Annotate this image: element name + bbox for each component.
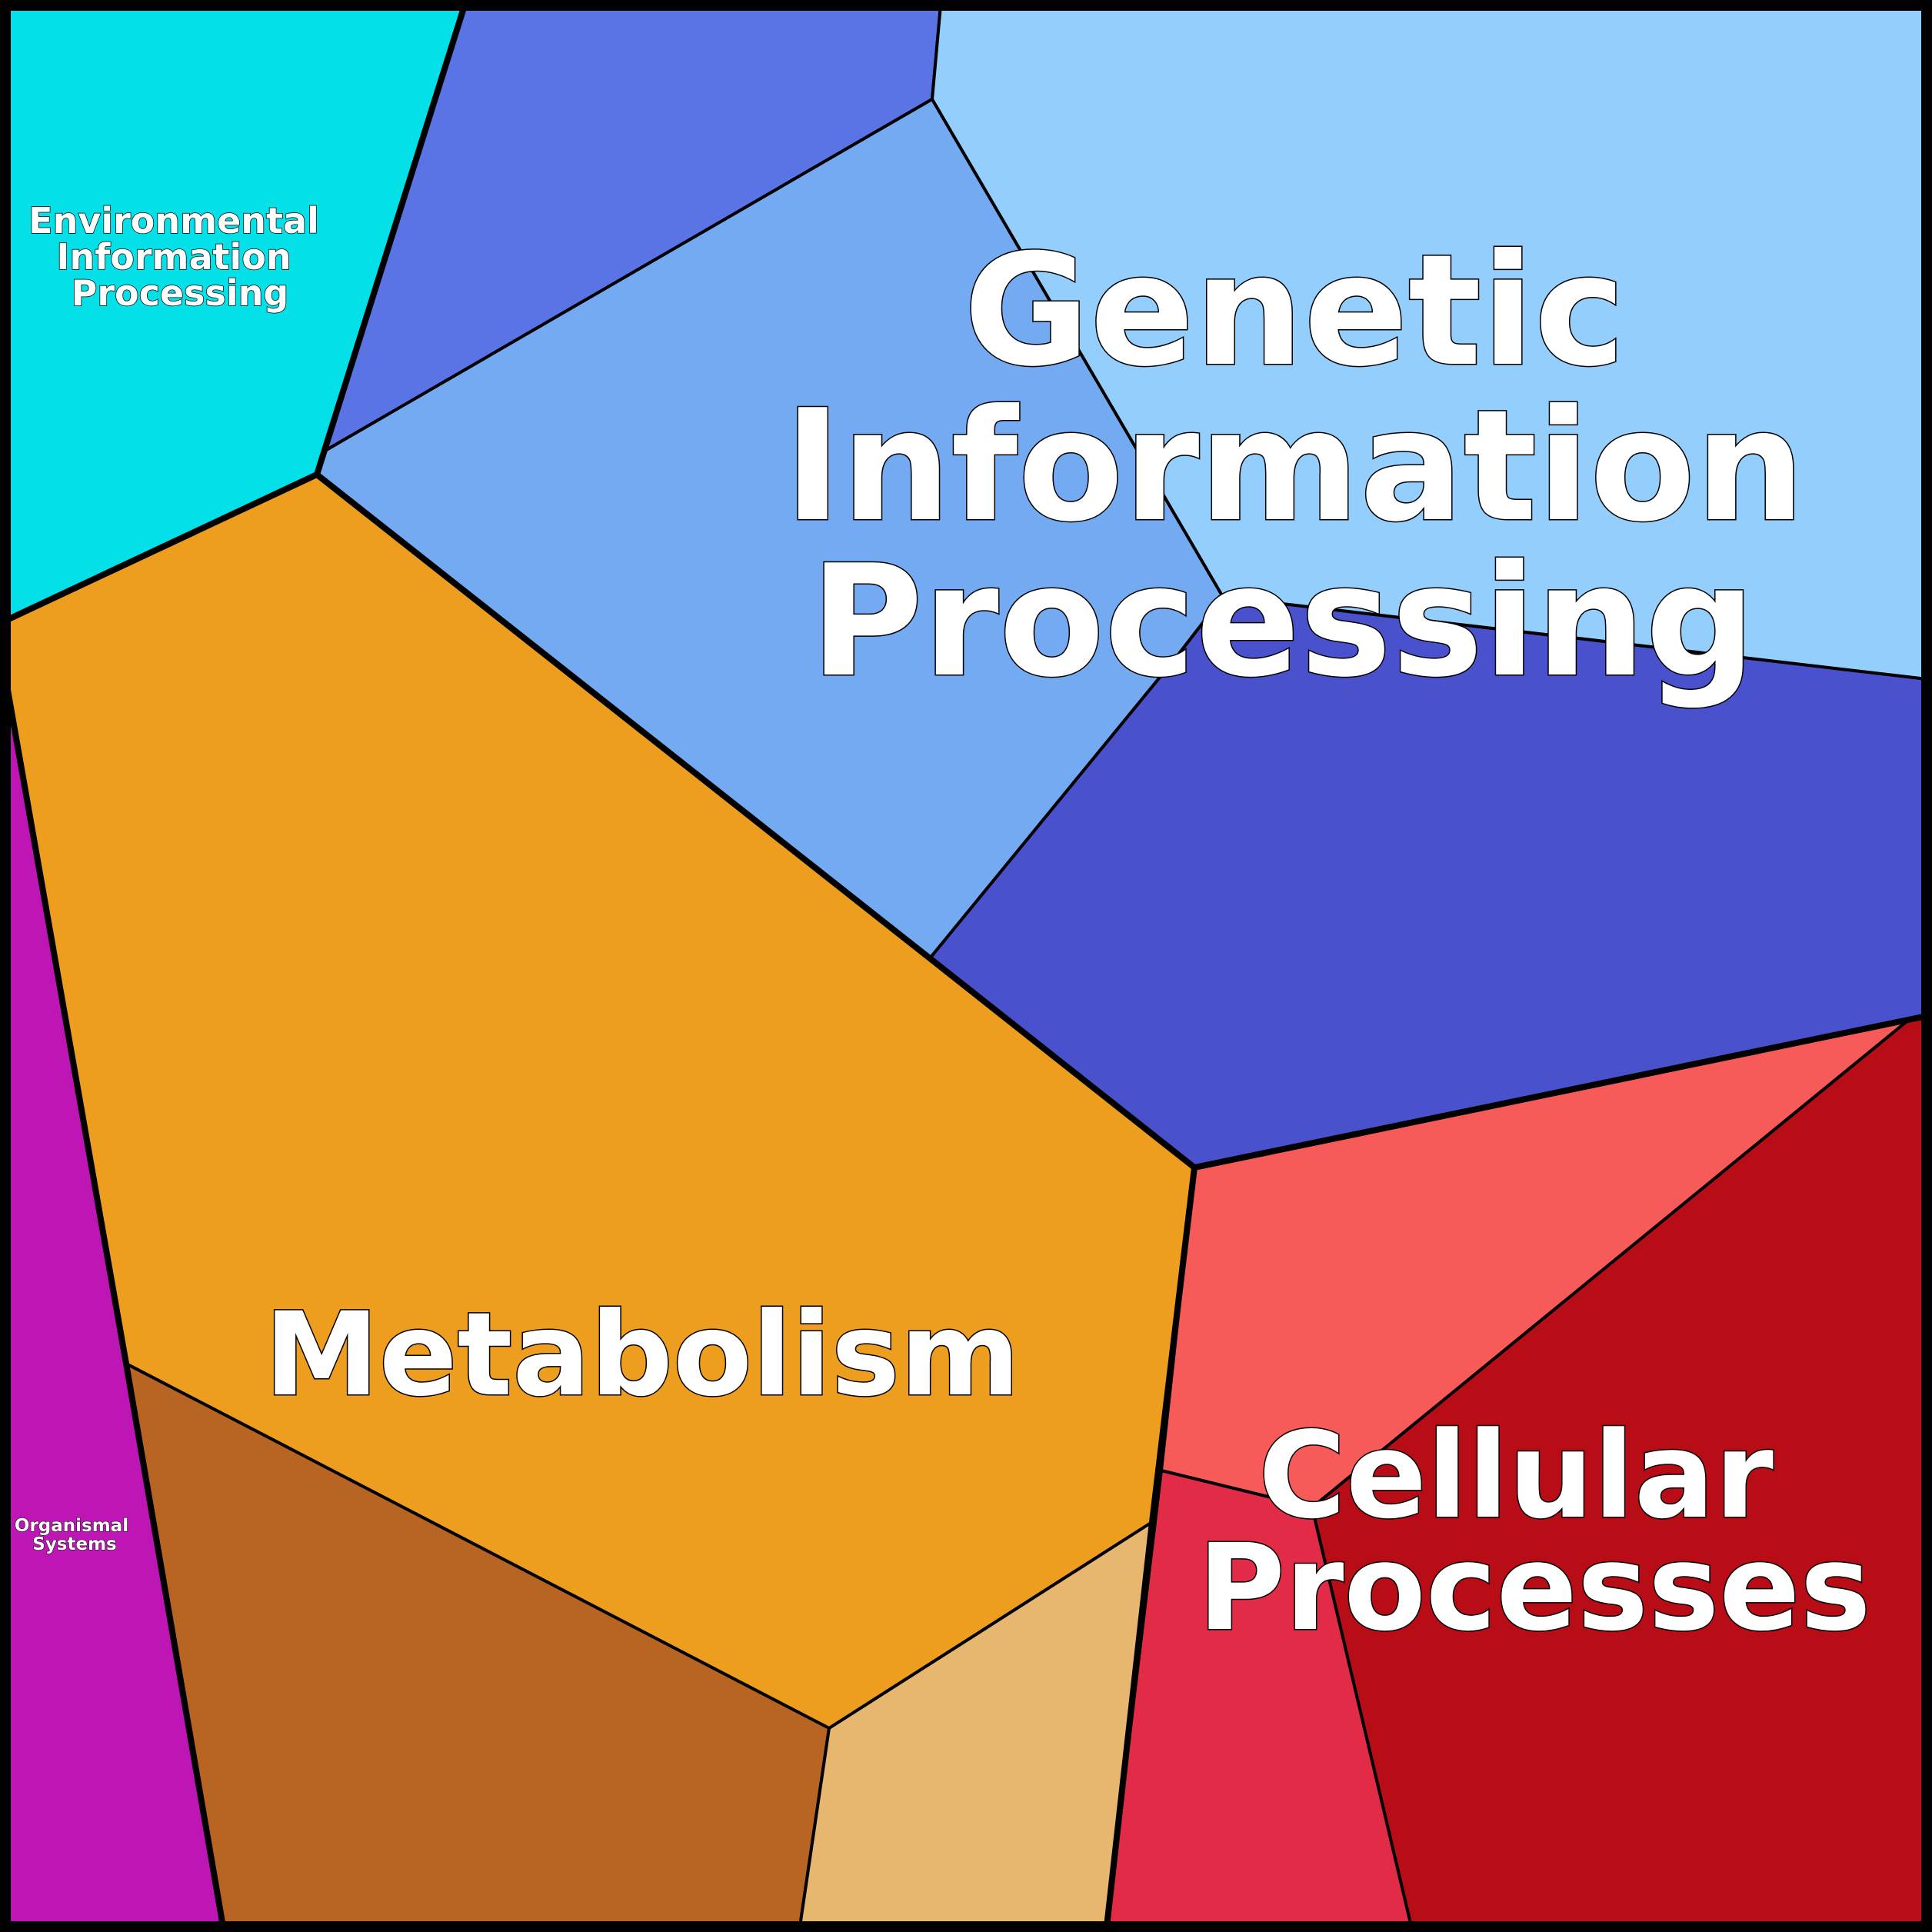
metabolism-cellular-boundary [1104, 1164, 1198, 1930]
metabolism-organismal-boundary [2, 674, 226, 1930]
environmental-genetic-boundary [314, 2, 468, 478]
cellular-processes-label: Cellular Processes [1198, 1406, 1870, 1657]
metabolism-label: Metabolism [265, 1288, 1021, 1422]
environmental-label-line-3: Processing [72, 272, 289, 314]
genetic-information-processing-label: Genetic Information Processing [784, 222, 1859, 711]
genetic-label-line-1: Genetic [964, 222, 1626, 401]
genetic-cellular-boundary [1191, 1013, 1930, 1171]
genetic-metabolism-boundary [314, 471, 1198, 1171]
genetic-label-line-3: Processing [810, 532, 1755, 711]
organismal-systems-label: Organismal Systems [15, 1516, 135, 1554]
cellular-label-line-2: Processes [1198, 1518, 1870, 1657]
organismal-label-line-2: Systems [32, 1534, 117, 1554]
organismal-label-line-1: Organismal [15, 1516, 128, 1536]
environmental-information-processing-label: Environmental Information Processing [28, 200, 331, 314]
metabolism-label-line-1: Metabolism [265, 1288, 1021, 1422]
environmental-label-line-2: Information [56, 236, 291, 278]
genetic-label-line-2: Information [784, 377, 1805, 556]
cellular-label-line-1: Cellular [1258, 1406, 1774, 1545]
environmental-metabolism-boundary [2, 471, 320, 624]
environmental-label-line-1: Environmental [28, 200, 319, 242]
